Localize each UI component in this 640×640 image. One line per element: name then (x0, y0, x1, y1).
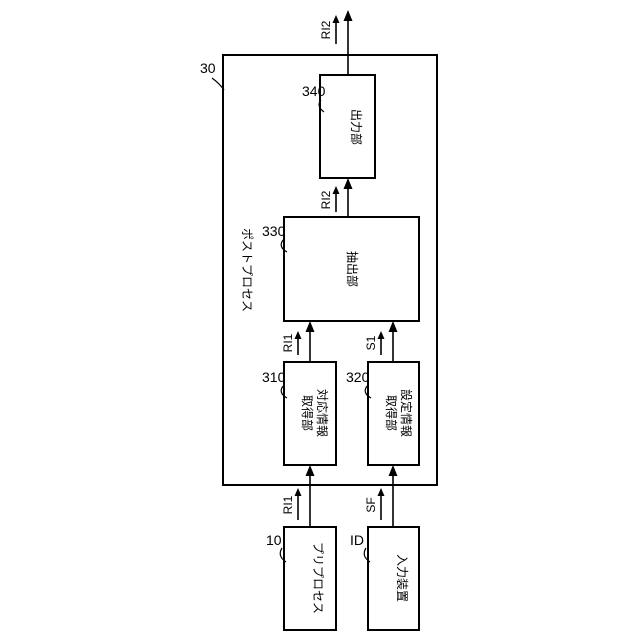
input-device-block (368, 527, 419, 630)
signal-ri2-mid-indicator-head (333, 186, 340, 194)
output-ref: 340 (302, 83, 326, 99)
arrow-s1-mid-head (389, 321, 398, 332)
arrow-sf-in-head (389, 465, 398, 476)
arrow-ri2-out-head (344, 10, 353, 21)
setting-ref: 320 (346, 369, 370, 385)
signal-ri2-out-indicator-head (333, 15, 340, 23)
signal-ri1-in-indicator-head (295, 488, 302, 496)
arrow-ri2-mid-head (344, 178, 353, 189)
signal-sf-in-indicator-head (378, 488, 385, 496)
signal-ri2-mid-label: RI2 (319, 190, 333, 209)
signal-s1-mid-indicator-head (378, 331, 385, 339)
post-process-ref: 30 (200, 60, 216, 76)
output-label: 出力部 (349, 109, 364, 145)
setting-label-line2: 取得部 (384, 395, 399, 431)
arrow-ri1-mid-head (306, 321, 315, 332)
correspondence-label-line1: 対応情報 (315, 389, 329, 437)
setting-label-line1: 設定情報 (399, 389, 414, 437)
output-block (320, 75, 375, 178)
signal-ri1-in-label: RI1 (281, 495, 295, 514)
arrow-ri1-in-head (306, 465, 315, 476)
pre-process-block (284, 527, 336, 630)
signal-ri1-mid-label: RI1 (281, 333, 295, 352)
signal-sf-in-label: SF (364, 497, 378, 512)
input-device-label: 入力装置 (395, 554, 409, 602)
pre-process-label: プリプロセス (311, 542, 325, 614)
pre-process-ref: 10 (266, 532, 282, 548)
signal-s1-mid-label: S1 (364, 335, 378, 350)
extraction-label: 抽出部 (345, 251, 360, 287)
signal-ri2-out-label: RI2 (319, 20, 333, 39)
correspondence-label-line2: 取得部 (300, 395, 315, 431)
extraction-ref: 330 (262, 223, 286, 239)
input-device-ref: ID (350, 532, 364, 548)
post-process-title: ポストプロセス (240, 228, 254, 312)
correspondence-ref: 310 (262, 369, 286, 385)
signal-ri1-mid-indicator-head (295, 331, 302, 339)
